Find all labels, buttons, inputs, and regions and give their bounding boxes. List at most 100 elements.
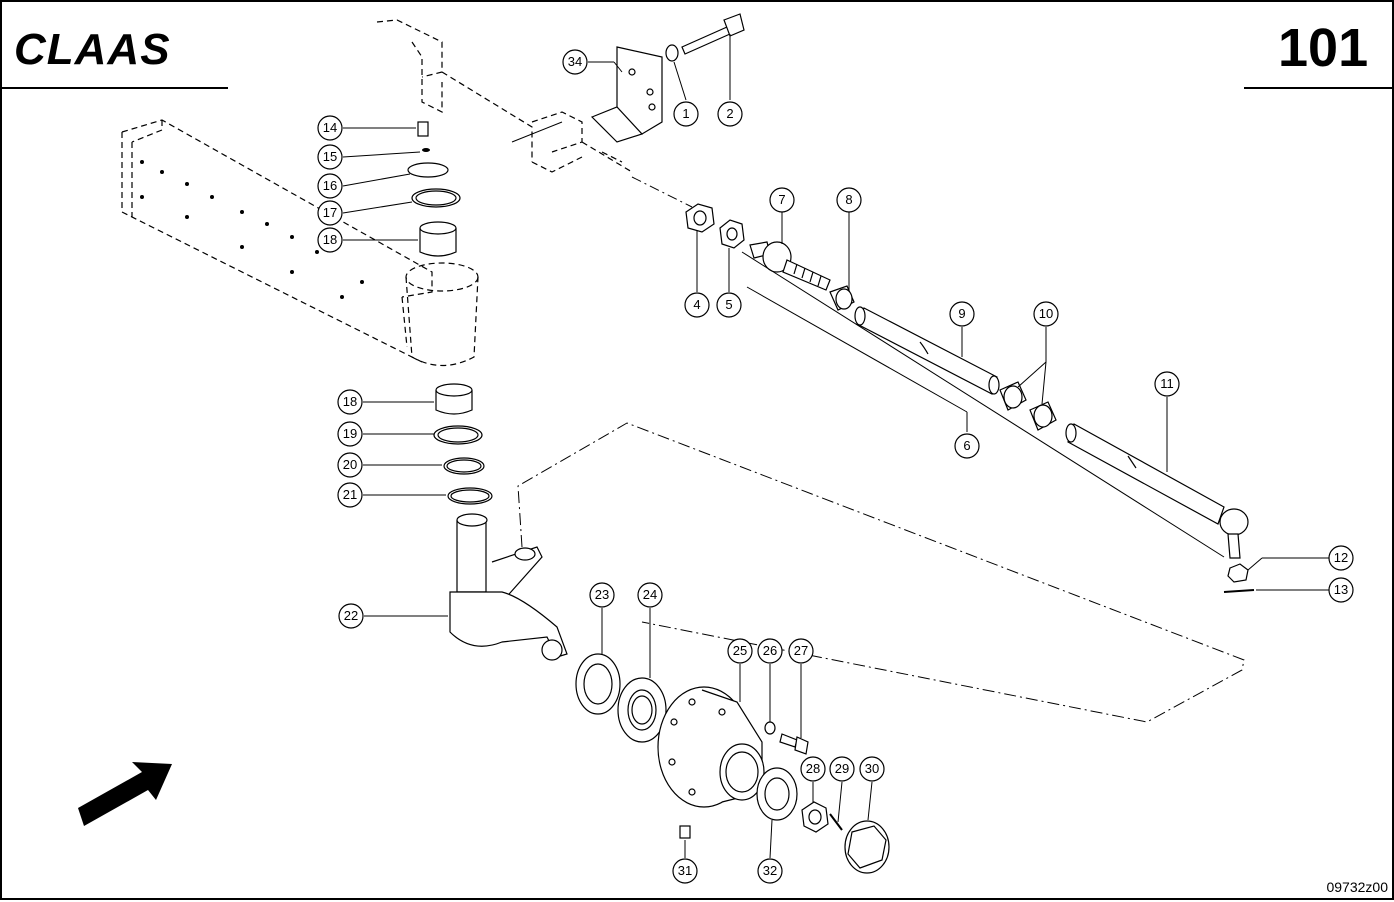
axle-beam-part	[121, 119, 433, 363]
tube-9-part	[854, 306, 1000, 395]
callout-21-circle	[337, 482, 363, 508]
axle-beam-holes	[140, 160, 364, 299]
washer-26-part	[764, 721, 776, 735]
hub-25-part	[657, 686, 765, 808]
callout-6: 6	[963, 438, 970, 453]
tie-rod-centerline	[741, 251, 1225, 558]
callout-13-circle	[1328, 577, 1354, 603]
callout-group	[317, 49, 1354, 884]
callout-22: 22	[344, 608, 358, 623]
callout-5: 5	[725, 297, 732, 312]
callout-7: 7	[778, 192, 785, 207]
clamp-8-part	[829, 285, 855, 311]
callout-18-lower-circle	[337, 389, 363, 415]
seal-17-part	[411, 188, 461, 208]
bolt-27-part	[779, 733, 809, 755]
callout-24-circle	[637, 582, 663, 608]
callout-32: 32	[763, 863, 777, 878]
callout-13: 13	[1334, 582, 1348, 597]
callout-5-circle	[716, 292, 742, 318]
bracket-34-part	[590, 46, 663, 143]
washer-1-part	[665, 44, 679, 62]
nut-5-part	[719, 219, 745, 249]
callout-34: 34	[568, 54, 582, 69]
callout-29-circle	[829, 756, 855, 782]
bolt-14-part	[417, 121, 429, 137]
callout-19: 19	[343, 426, 357, 441]
callout-30: 30	[865, 761, 879, 776]
callout-23: 23	[595, 587, 609, 602]
centerline-upper	[631, 176, 693, 208]
washer-15-part	[422, 148, 430, 152]
ring-20-part	[443, 457, 485, 475]
drawing-code: 09732z00	[1326, 879, 1388, 895]
callout-14: 14	[323, 120, 337, 135]
kingpin-housing-part	[405, 262, 479, 366]
callout-26-circle	[757, 638, 783, 664]
callout-2: 2	[726, 106, 733, 121]
seal-19-part	[433, 425, 483, 445]
callout-8-circle	[836, 187, 862, 213]
callout-11: 11	[1160, 376, 1174, 391]
bushing-18-lower-part	[435, 383, 473, 415]
bushing-18-upper-part	[419, 221, 457, 257]
callout-29: 29	[835, 761, 849, 776]
callout-labels: 1 2 4 5 6 7 8 9 10 11 12 13 14 15 16 17 …	[323, 54, 1348, 878]
callout-32-circle	[757, 858, 783, 884]
hub-cap-30-part	[844, 820, 890, 874]
callout-17: 17	[323, 205, 337, 220]
bearing-32-part	[756, 767, 798, 821]
callout-7-circle	[769, 187, 795, 213]
callout-18-upper-circle	[317, 227, 343, 253]
seal-23-part	[575, 653, 621, 715]
callout-12-circle	[1328, 545, 1354, 571]
callout-20: 20	[343, 457, 357, 472]
callout-25-circle	[727, 638, 753, 664]
callout-31: 31	[678, 863, 692, 878]
nut-28-part	[801, 801, 829, 833]
callout-4: 4	[693, 297, 700, 312]
callout-1: 1	[682, 106, 689, 121]
callout-23-circle	[589, 582, 615, 608]
callout-15: 15	[323, 149, 337, 164]
callout-21: 21	[343, 487, 357, 502]
callout-10: 10	[1039, 306, 1053, 321]
callout-19-circle	[337, 421, 363, 447]
callout-9-circle	[949, 301, 975, 327]
bracket-axis-line	[511, 121, 563, 143]
tie-rod-11-part	[1065, 423, 1249, 559]
pin-13-part	[1223, 589, 1255, 593]
ring-21-part	[447, 487, 493, 505]
callout-4-circle	[684, 292, 710, 318]
callout-10-circle	[1033, 301, 1059, 327]
callout-17-circle	[317, 200, 343, 226]
callout-28-circle	[800, 756, 826, 782]
page-number: 101	[1278, 18, 1368, 78]
callout-25: 25	[733, 643, 747, 658]
bolt-2-part	[681, 13, 745, 55]
steering-knuckle-22-part	[449, 513, 568, 661]
callout-24: 24	[643, 587, 657, 602]
callout-30-circle	[859, 756, 885, 782]
clamp-10a-part	[999, 381, 1027, 411]
callout-16-circle	[317, 173, 343, 199]
callout-28: 28	[806, 761, 820, 776]
travel-direction-arrow-icon	[78, 762, 172, 826]
cap-16-part	[407, 162, 449, 178]
callout-27: 27	[794, 643, 808, 658]
mounting-bracket-part	[376, 19, 633, 173]
callout-22-circle	[338, 603, 364, 629]
nut-12-part	[1227, 563, 1249, 583]
callout-11-circle	[1154, 371, 1180, 397]
callout-2-circle	[717, 101, 743, 127]
callout-20-circle	[337, 452, 363, 478]
callout-leader-lines	[342, 34, 1329, 859]
callout-15-circle	[317, 144, 343, 170]
callout-18-upper: 18	[323, 232, 337, 247]
callout-27-circle	[788, 638, 814, 664]
callout-9: 9	[958, 306, 965, 321]
bearing-24-part	[617, 677, 667, 743]
grease-nipple-31-part	[679, 825, 691, 839]
